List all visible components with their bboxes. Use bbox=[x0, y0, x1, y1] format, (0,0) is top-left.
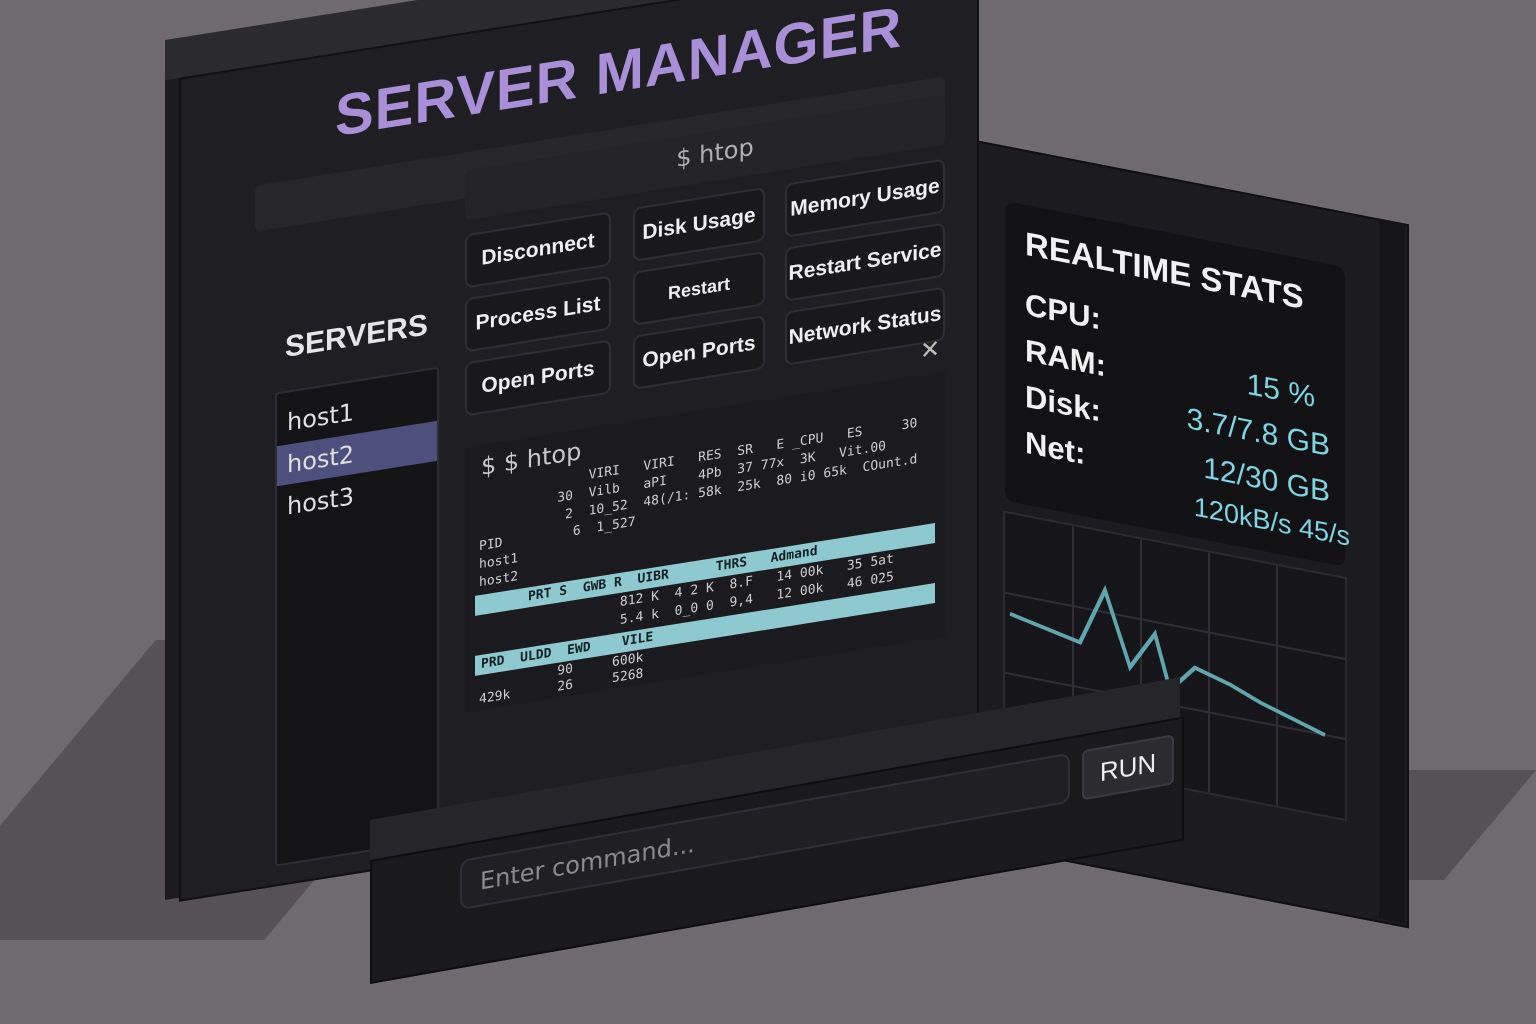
graph-line bbox=[1009, 584, 1326, 737]
close-icon[interactable]: ✕ bbox=[919, 334, 941, 366]
stats-panel-edge bbox=[1379, 218, 1405, 924]
main-panel-side bbox=[165, 77, 179, 901]
